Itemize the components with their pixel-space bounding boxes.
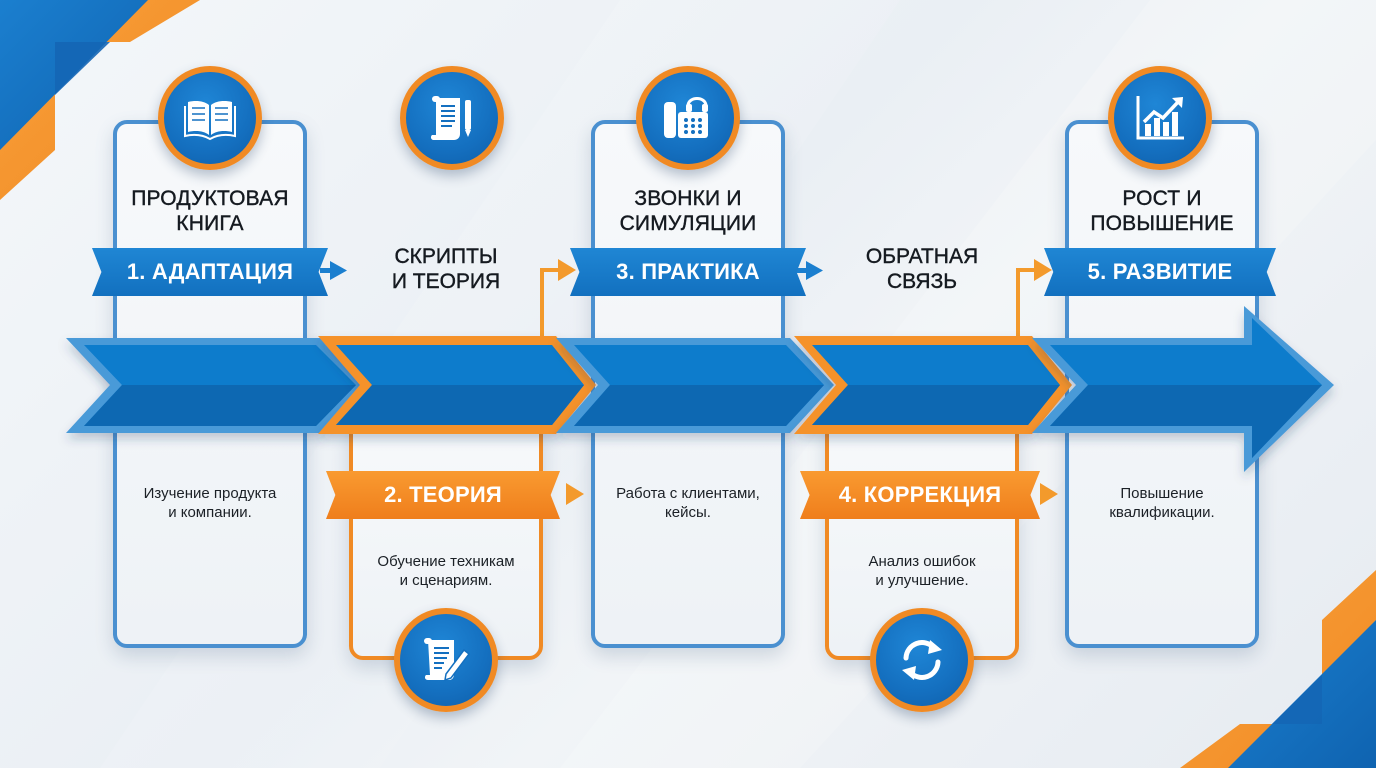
step-4-title: ОБРАТНАЯ СВЯЗЬ: [865, 245, 979, 293]
step-5-title: РОСТ И ПОВЫШЕНИЕ: [1090, 187, 1234, 235]
step-2-top-icon-badge: [400, 66, 504, 170]
step-5-ribbon: 5. РАЗВИТИЕ: [1044, 248, 1276, 296]
step-4-description: Анализ ошибок и улучшение.: [868, 553, 976, 589]
step-1-description: Изучение продукта и компании.: [143, 485, 277, 521]
script-pen-icon: [424, 638, 471, 682]
step-3-title: ЗВОНКИ И СИМУЛЯЦИИ: [619, 187, 757, 235]
step-2-title: СКРИПТЫ И ТЕОРИЯ: [391, 245, 501, 293]
growth-chart-icon: [1136, 96, 1184, 140]
step-4-icon-badge: [870, 608, 974, 712]
step-2-description: Обучение техникам и сценариям.: [377, 553, 515, 589]
step-1-ribbon: 1. АДАПТАЦИЯ: [92, 248, 328, 296]
step-3-ribbon: 3. ПРАКТИКА: [570, 248, 806, 296]
step-5-icon-badge: [1108, 66, 1212, 170]
step-2-bottom-icon-badge: [394, 608, 498, 712]
step-4-ribbon: 4. КОРРЕКЦИЯ: [800, 471, 1040, 519]
step-1-title: ПРОДУКТОВАЯ КНИГА: [131, 187, 289, 235]
script-scroll-pen-icon: [430, 96, 471, 140]
step-3-description: Работа с клиентами, кейсы.: [616, 485, 760, 521]
step-2-ribbon: 2. ТЕОРИЯ: [326, 471, 560, 519]
step-5-description: Повышение квалификации.: [1109, 485, 1215, 521]
open-book-icon: [184, 101, 236, 141]
refresh-cycle-icon: [902, 640, 942, 680]
step-3-icon-badge: [636, 66, 740, 170]
step-1-icon-badge: [158, 66, 262, 170]
phone-headset-icon: [664, 97, 708, 138]
